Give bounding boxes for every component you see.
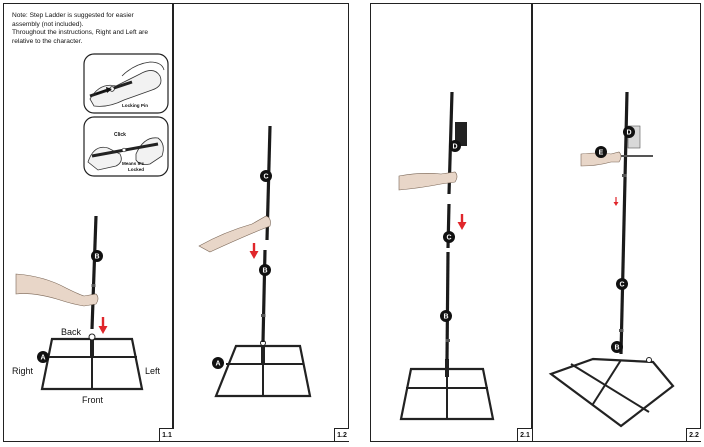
part-badge-b: B [614, 345, 619, 352]
panel-divider [531, 4, 533, 441]
direction-right: Right [12, 366, 34, 376]
part-badge-b: B [262, 268, 267, 275]
step-1-illustrations: Locking Pin Click Means It's Locked [12, 53, 312, 405]
instruction-page-1: Note: Step Ladder is suggested for easie… [3, 3, 349, 442]
note-line: Note: Step Ladder is suggested for easie… [12, 12, 134, 19]
locked-label: Locked [128, 167, 144, 172]
click-locked-callout: Click Means It's Locked [83, 116, 169, 177]
step-1-2-figure: C B A [198, 125, 312, 398]
part-badge-d: D [452, 144, 457, 151]
step-number-2-2: 2.2 [686, 428, 701, 441]
panel-divider [172, 4, 174, 441]
direction-front: Front [82, 395, 104, 405]
step-1-1-figure: B A Back Right Left Front [12, 215, 161, 405]
part-badge-a: A [215, 361, 220, 368]
part-badge-c: C [446, 235, 451, 242]
part-badge-b: B [94, 254, 99, 261]
part-badge-d: D [626, 130, 631, 137]
note-line: Throughout the instructions, Right and L… [12, 29, 148, 37]
part-badge-c: C [619, 282, 624, 289]
part-badge-a: A [40, 355, 45, 362]
direction-back: Back [61, 327, 82, 337]
means-locked-label: Means It's [122, 161, 144, 166]
step-2-2-figure: D E C B [548, 91, 675, 428]
locking-pin-label: Locking Pin [122, 103, 148, 108]
note-line: relative to the character. [12, 37, 83, 45]
part-badge-c: C [263, 174, 268, 181]
part-badge-e: E [599, 150, 604, 157]
part-badge-b: B [443, 314, 448, 321]
direction-left: Left [145, 366, 161, 376]
step-number-1-1: 1.1 [159, 428, 174, 441]
step-number-1-2: 1.2 [334, 428, 349, 441]
locking-pin-callout: Locking Pin [83, 53, 169, 114]
step-number-2-1: 2.1 [517, 428, 532, 441]
step-2-illustrations: D C B D E [398, 91, 675, 428]
click-label: Click [114, 132, 126, 138]
assembly-note: Note: Step Ladder is suggested for easie… [12, 12, 172, 46]
note-line: assembly (not included). [12, 20, 84, 28]
instruction-page-2: D C B D E [370, 3, 701, 442]
step-2-1-figure: D C B [398, 91, 495, 421]
